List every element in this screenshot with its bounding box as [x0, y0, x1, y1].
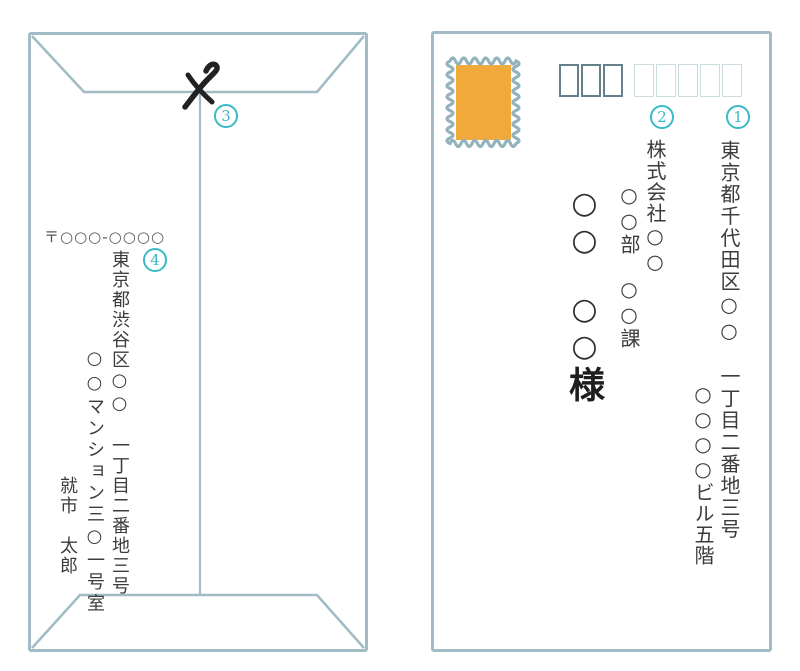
- step-badge-4: 4: [143, 248, 167, 272]
- postal-code-box: [603, 64, 623, 97]
- recipient-address-line-2: ○○○○ビル五階: [691, 382, 715, 566]
- recipient-name: ○○ ○○: [567, 186, 602, 366]
- postal-code-box: [722, 64, 742, 97]
- sender-postal-code: 〒○○○-○○○○: [44, 228, 166, 246]
- envelope-back: [28, 32, 368, 652]
- step-badge-1: 1: [726, 105, 750, 129]
- sender-address-line-1: 東京都渋谷区○○ 一丁目二番地三号: [109, 250, 130, 596]
- stamp-orange-fill: [456, 65, 511, 140]
- recipient-name-column: ○○ ○○様: [561, 186, 607, 404]
- honorific-sama: 様: [563, 366, 605, 404]
- sender-name: 就市 太郎: [57, 476, 78, 576]
- postal-code-boxes-district: [559, 64, 623, 97]
- postal-code-box: [700, 64, 720, 97]
- step-badge-2: 2: [650, 105, 674, 129]
- company-name: 株式会社○○: [643, 139, 667, 275]
- department-name: ○○部 ○○課: [617, 183, 641, 350]
- seal-mark-shime-icon: [182, 61, 220, 110]
- postal-code-box: [559, 64, 579, 97]
- postal-code-boxes-local: [634, 64, 742, 97]
- postal-code-box: [678, 64, 698, 97]
- step-badge-3: 3: [214, 104, 238, 128]
- envelope-front: [431, 31, 772, 652]
- sender-address-line-2: ○○マンション三○一号室: [84, 348, 105, 615]
- postal-code-box: [581, 64, 601, 97]
- postal-code-box: [634, 64, 654, 97]
- postage-stamp-icon: [445, 56, 521, 149]
- recipient-address-line-1: 東京都千代田区○○ 一丁目二番地三号: [717, 140, 741, 541]
- postal-code-box: [656, 64, 676, 97]
